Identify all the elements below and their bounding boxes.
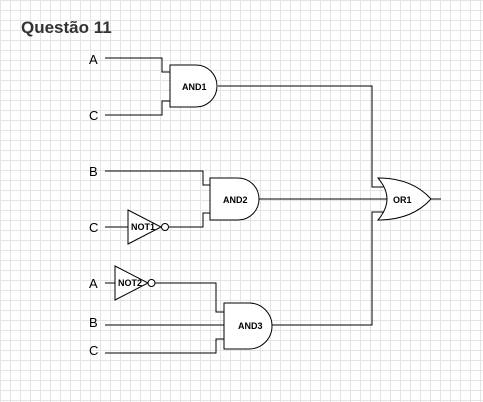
input-label-a-1: A: [89, 52, 98, 67]
and1-label: AND1: [182, 82, 207, 92]
and2-gate: AND2: [209, 177, 260, 221]
not1-label: NOT1: [131, 222, 155, 232]
input-label-c-1: C: [89, 108, 98, 123]
and3-gate: AND3: [223, 302, 273, 350]
input-label-b-2: B: [89, 315, 98, 330]
or1-gate: OR1: [376, 177, 432, 221]
input-label-c-3: C: [89, 343, 98, 358]
not2-bubble: [147, 279, 156, 287]
wire-and1-to-or1: [218, 85, 384, 188]
not1-gate: NOT1: [127, 209, 169, 245]
and3-label: AND3: [238, 321, 263, 331]
wire-c-to-and1: [105, 100, 170, 116]
wire-not2-to-and3: [155, 282, 224, 313]
wire-c-to-and3: [105, 338, 224, 354]
wire-a-to-and1: [105, 57, 170, 73]
input-label-c-2: C: [89, 220, 98, 235]
or1-label: OR1: [393, 195, 412, 205]
not2-gate: NOT2: [114, 265, 156, 301]
wire-not1-to-and2: [169, 212, 210, 228]
wire-b-to-and2: [105, 170, 210, 186]
page-title: Questão 11: [21, 18, 112, 37]
and1-gate: AND1: [169, 64, 218, 108]
wire-and3-to-or1: [272, 211, 384, 326]
and2-label: AND2: [223, 195, 248, 205]
not1-bubble: [161, 223, 169, 231]
not2-label: NOT2: [118, 278, 142, 288]
input-label-b-1: B: [89, 164, 98, 179]
input-label-a-2: A: [89, 276, 98, 291]
